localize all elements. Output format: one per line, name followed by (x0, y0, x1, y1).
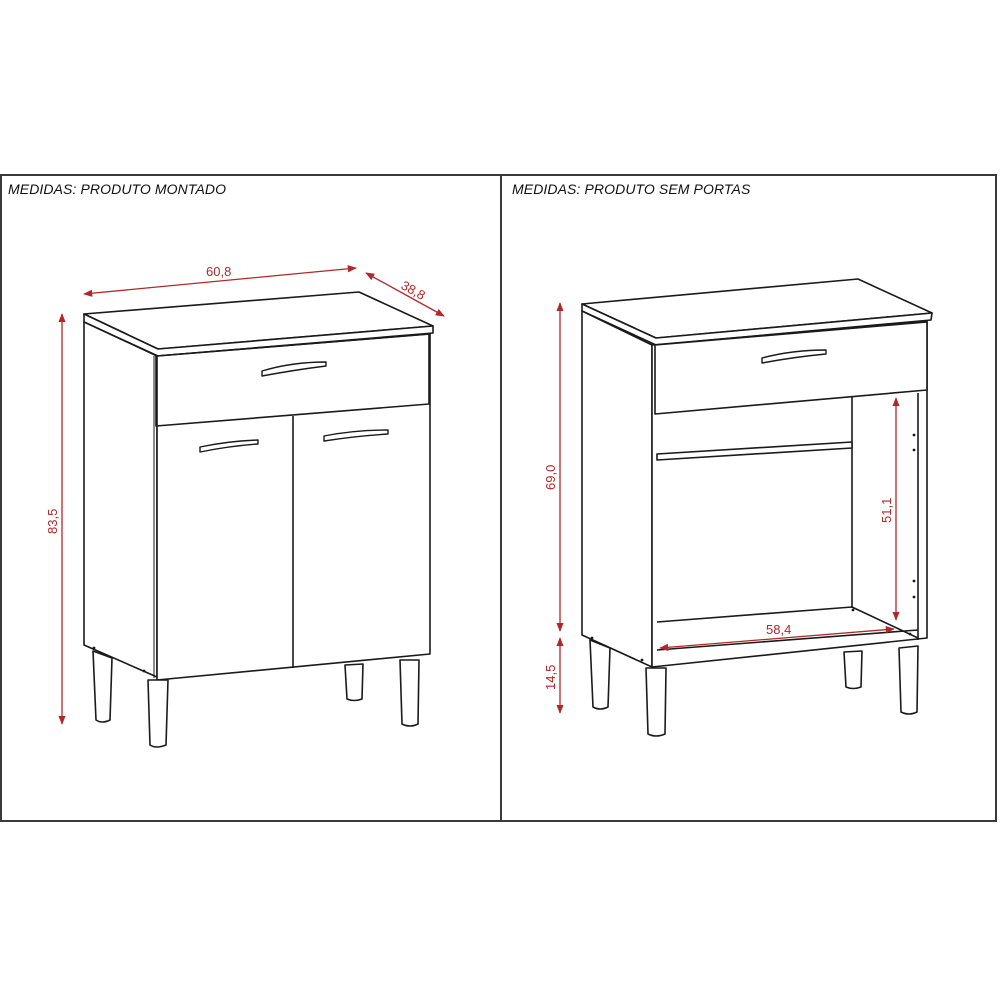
width-label: 60,8 (206, 264, 231, 279)
internal-height-label: 51,1 (879, 498, 894, 523)
internal-width-dimension-line (659, 626, 895, 651)
cabinet-without-doors (581, 278, 933, 737)
outer-frame (0, 174, 997, 822)
height-label: 83,5 (45, 509, 60, 534)
leg-height-label: 14,5 (543, 665, 558, 690)
panel-title-without-doors: MEDIDAS: PRODUTO SEM PORTAS (512, 181, 751, 197)
body-height-label: 69,0 (543, 465, 558, 490)
internal-width-label: 58,4 (766, 622, 791, 637)
cabinet-assembled (83, 291, 434, 748)
width-dimension-line (83, 265, 357, 297)
dimensions-without-doors: 69,0 14,5 51,1 58,4 (543, 302, 900, 714)
panel-divider (500, 174, 502, 822)
depth-dimension-line (365, 272, 445, 317)
panel-title-assembled: MEDIDAS: PRODUTO MONTADO (8, 181, 227, 197)
